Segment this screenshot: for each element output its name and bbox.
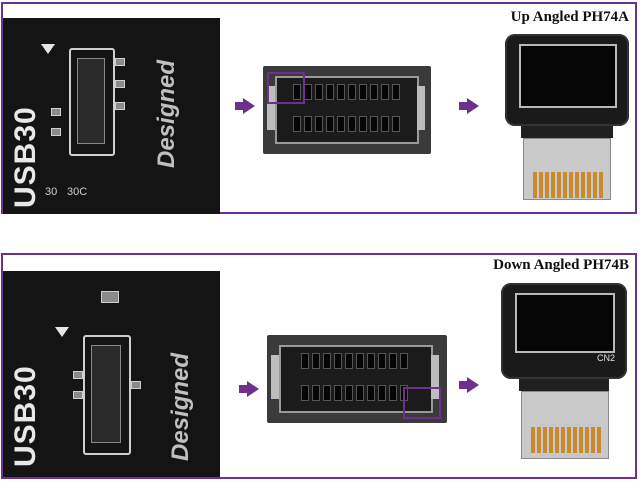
header-outline: [69, 48, 115, 156]
smd-component: [73, 371, 83, 379]
panel-title: Down Angled PH74B: [493, 257, 629, 273]
key-highlight-box: [403, 387, 441, 419]
connector-body: [275, 76, 419, 144]
smd-component: [51, 108, 61, 116]
key-highlight-box: [267, 72, 305, 104]
adapter-down-angled: CN2: [499, 283, 629, 469]
adapter-neck: [519, 379, 609, 391]
pin-row-top: [293, 84, 400, 100]
gold-contacts: [533, 172, 603, 198]
header-socket: [77, 58, 105, 144]
label-30: 30: [45, 186, 58, 198]
label-30c: 30C: [67, 186, 88, 198]
smd-component: [73, 391, 83, 399]
arrow-right-icon: [239, 381, 259, 397]
header-outline: [83, 335, 131, 455]
connector-photo: [263, 66, 431, 154]
cn2-label: CN2: [597, 353, 616, 363]
arrow-right-icon: [459, 98, 479, 114]
connector-latch: [431, 355, 439, 399]
header-socket: [91, 345, 121, 443]
smd-component: [131, 381, 141, 389]
motherboard-photo: USB30 Designed: [3, 271, 220, 477]
designed-silkscreen: Designed: [167, 352, 194, 461]
panel-down-angled: Down Angled PH74B USB30 Designed CN2: [1, 253, 637, 479]
panel-title: Up Angled PH74A: [510, 9, 629, 25]
usb30-silkscreen: USB30: [9, 365, 42, 467]
pin-row-top: [301, 353, 408, 369]
motherboard-photo: USB30 Designed 30 30C: [3, 18, 220, 214]
connector-photo: [267, 335, 447, 423]
triangle-marker-icon: [55, 327, 69, 337]
arrow-right-icon: [235, 98, 255, 114]
panel-up-angled: Up Angled PH74A USB30 Designed 30 30C: [1, 2, 637, 214]
gold-contacts: [531, 427, 601, 453]
connector-latch: [271, 355, 279, 399]
adapter-slot: [515, 293, 615, 353]
usb30-silkscreen: USB30: [9, 106, 42, 208]
smd-component: [51, 128, 61, 136]
connector-latch: [267, 86, 275, 130]
arrow-right-icon: [459, 377, 479, 393]
smd-component: [115, 58, 125, 66]
adapter-neck: [521, 126, 613, 138]
pin-row-bottom: [293, 116, 400, 132]
smd-component: [101, 291, 119, 303]
adapter-up-angled: [503, 34, 629, 210]
adapter-slot: [519, 44, 617, 108]
designed-silkscreen: Designed: [153, 59, 180, 168]
pin-row-bottom: [301, 385, 408, 401]
triangle-marker-icon: [41, 44, 55, 54]
smd-component: [115, 80, 125, 88]
connector-latch: [417, 86, 425, 130]
smd-component: [115, 102, 125, 110]
